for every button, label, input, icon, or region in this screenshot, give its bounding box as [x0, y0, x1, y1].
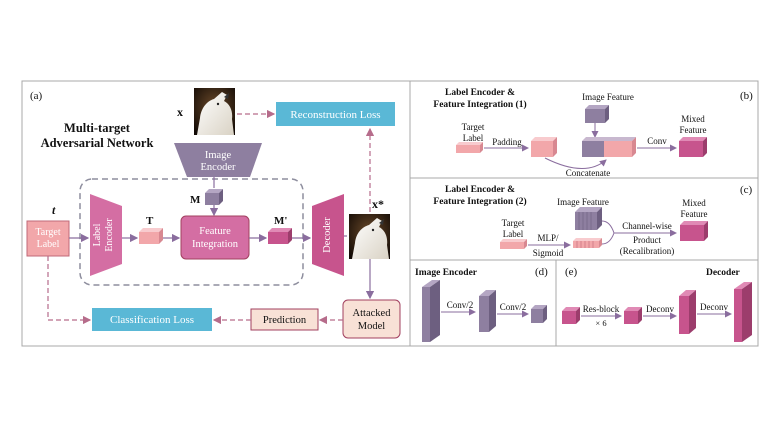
- input-x-label: x: [177, 105, 183, 119]
- t-tensor-label: T: [146, 215, 154, 227]
- m-tensor-cube: [205, 189, 223, 205]
- encoder-conv1-label: Conv/2: [447, 300, 474, 310]
- deconv1-label: Deconv: [646, 304, 674, 314]
- feature-merge-line: [601, 220, 615, 234]
- encoder-conv2-label: Conv/2: [500, 302, 527, 312]
- product-line1: Channel-wise: [622, 221, 672, 231]
- decoder-label: Decoder: [322, 217, 333, 253]
- target-label-line1: Target: [35, 227, 60, 238]
- decoder-res-cube: [624, 307, 642, 324]
- panel-c-target-label-line2: Label: [503, 229, 524, 239]
- panel-b-tag: (b): [740, 90, 753, 102]
- figure-frames: [21, 80, 759, 347]
- weights-merge-line: [601, 232, 615, 245]
- panel-b-conv-label: Conv: [647, 136, 667, 146]
- panel-b-image-feature-cube: [585, 105, 609, 123]
- panel-c: (c) Label Encoder & Feature Integration …: [433, 184, 752, 258]
- panel-b-image-feature-label: Image Feature: [582, 92, 634, 102]
- panel-b-target-label-line2: Label: [463, 133, 484, 143]
- image-encoder-line2: Encoder: [201, 162, 236, 173]
- attacked-model-line2: Model: [358, 321, 385, 332]
- padding-label: Padding: [492, 137, 522, 147]
- feature-integration-line1: Feature: [199, 226, 231, 237]
- padded-label-cube: [531, 137, 557, 157]
- panel-c-image-feature-label: Image Feature: [557, 197, 609, 207]
- feature-integration-line2: Integration: [192, 239, 239, 250]
- panel-b-title-line1: Label Encoder &: [445, 88, 515, 98]
- panel-d-tag: (d): [535, 266, 548, 278]
- panel-b-mixed-feature-line2: Feature: [680, 125, 707, 135]
- m-prime-label: M': [274, 215, 287, 227]
- panel-b: (b) Label Encoder & Feature Integration …: [433, 88, 753, 178]
- panel-c-tag: (c): [740, 184, 753, 196]
- target-label-line2: Label: [37, 239, 60, 250]
- decoder-block: [312, 194, 344, 276]
- channel-weights-vector: [573, 238, 602, 248]
- t-label: t: [52, 203, 56, 217]
- adversarial-image-dog: [349, 214, 390, 259]
- panel-a: (a) Multi-target Adversarial Network x R…: [26, 88, 401, 339]
- mlp-line1: MLP/: [537, 233, 559, 243]
- deconv2-label: Deconv: [700, 302, 728, 312]
- concatenate-arrow: [544, 157, 607, 169]
- panel-b-label-vector: [456, 142, 483, 153]
- t-tensor-cube: [139, 228, 163, 244]
- product-line2: Product: [633, 235, 661, 245]
- decoder-input-cube: [562, 307, 580, 324]
- concatenate-label: Concatenate: [566, 168, 610, 178]
- mlp-line2: Sigmoid: [533, 248, 564, 258]
- panel-b-mixed-feature-cube: [679, 137, 707, 157]
- label-encoder-block: [90, 194, 122, 276]
- panel-c-title-line1: Label Encoder &: [445, 185, 515, 195]
- encoder-layer-1: [422, 280, 440, 342]
- m-label: M: [190, 194, 201, 206]
- prediction-label: Prediction: [263, 315, 307, 326]
- reconstruction-loss-label: Reconstruction Loss: [290, 109, 380, 121]
- decoder-layer-2: [679, 290, 696, 334]
- resblock-line2: × 6: [595, 318, 606, 328]
- reconstruction-loss-box: [276, 102, 395, 126]
- panel-b-title-line2: Feature Integration (1): [433, 99, 526, 110]
- panel-d: Image Encoder (d) Conv/2 Conv/2: [415, 266, 548, 342]
- panel-c-label-vector: [500, 239, 527, 249]
- label-encoder-line2: Encoder: [104, 218, 115, 252]
- concatenated-cube: [582, 137, 636, 157]
- resblock-line1: Res-block: [583, 304, 620, 314]
- panel-c-mixed-feature-line2: Feature: [681, 209, 708, 219]
- encoder-layer-3: [531, 305, 547, 323]
- attacked-model-box: [342, 299, 401, 339]
- panel-c-title-line2: Feature Integration (2): [433, 196, 526, 207]
- classification-loss-box: [92, 308, 212, 331]
- panel-c-mixed-feature-line1: Mixed: [682, 198, 706, 208]
- encoder-layer-2: [479, 290, 496, 332]
- label-encoder-line1: Label: [92, 223, 103, 246]
- panel-e: (e) Decoder Res-block × 6 Deconv Deconv: [562, 266, 752, 342]
- network-title-line1: Multi-target: [64, 121, 131, 135]
- panel-b-target-label-line1: Target: [462, 122, 485, 132]
- decoder-layer-3: [734, 282, 752, 342]
- label-to-loss-arrow: [47, 256, 92, 325]
- classification-loss-label: Classification Loss: [110, 314, 194, 326]
- image-encoder-block: [174, 143, 262, 177]
- panel-c-mixed-feature-cube: [680, 221, 708, 241]
- panel-e-title: Decoder: [706, 268, 741, 278]
- panel-c-image-feature-stack: [575, 207, 602, 230]
- x-star-label: x*: [372, 197, 384, 211]
- product-line3: (Recalibration): [620, 246, 674, 256]
- panel-e-tag: (e): [565, 266, 578, 278]
- m-prime-tensor-cube: [268, 228, 292, 244]
- panel-d-title: Image Encoder: [415, 268, 478, 278]
- panel-c-target-label-line1: Target: [502, 218, 525, 228]
- attacked-model-line1: Attacked: [353, 308, 392, 319]
- input-image-dog: [194, 88, 235, 135]
- feature-integration-block: [180, 215, 250, 260]
- panel-b-mixed-feature-line1: Mixed: [681, 114, 705, 124]
- image-encoder-line1: Image: [205, 150, 232, 161]
- panel-a-tag: (a): [30, 90, 43, 102]
- network-title-line2: Adversarial Network: [41, 136, 154, 150]
